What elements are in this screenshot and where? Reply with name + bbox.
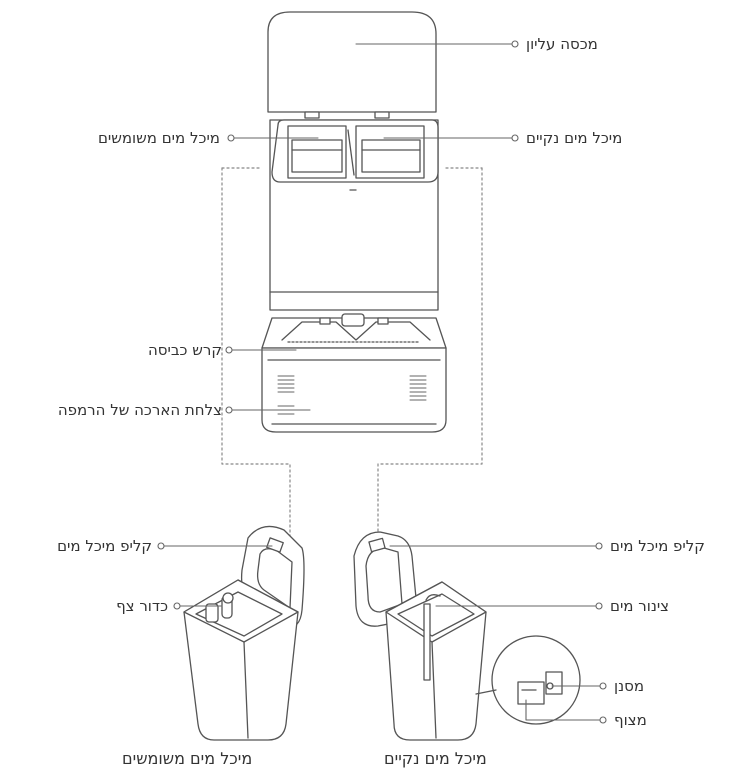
label-clean-tank-top: מיכל מים נקיים xyxy=(526,129,623,147)
clean-water-tank xyxy=(353,531,581,741)
dirty-tank-top-view xyxy=(287,125,347,179)
label-float-ball: כדור צף xyxy=(116,597,168,615)
label-dirty-tank-top: מיכל מים משומשים xyxy=(97,129,220,147)
caption-dirty-tank: מיכל מים משומשים xyxy=(122,749,253,768)
base-station xyxy=(261,11,447,433)
connector-lines xyxy=(221,167,483,541)
top-lid-shape xyxy=(267,11,437,113)
leader-lines xyxy=(157,40,607,724)
clean-tank-top-view xyxy=(355,125,425,179)
label-tank-clip-right: קליפ מיכל מים xyxy=(610,537,705,555)
wash-tray xyxy=(261,313,447,349)
label-top-lid: מכסה עליון xyxy=(526,35,598,53)
dirty-water-tank xyxy=(183,525,305,741)
label-ramp-plate: צלחת הארכה של הרמפה xyxy=(57,401,222,419)
label-tank-clip-left: קליפ מיכל מים xyxy=(57,537,152,555)
label-water-pipe: צינור מים xyxy=(610,597,670,615)
zoom-circle xyxy=(491,635,581,725)
label-float: מצוף xyxy=(614,711,647,729)
label-wash-tray: קרש כביסה xyxy=(148,341,222,359)
label-filter: מסנן xyxy=(614,677,645,695)
ramp-extension-plate xyxy=(261,347,447,433)
caption-clean-tank: מיכל מים נקיים xyxy=(384,749,487,768)
